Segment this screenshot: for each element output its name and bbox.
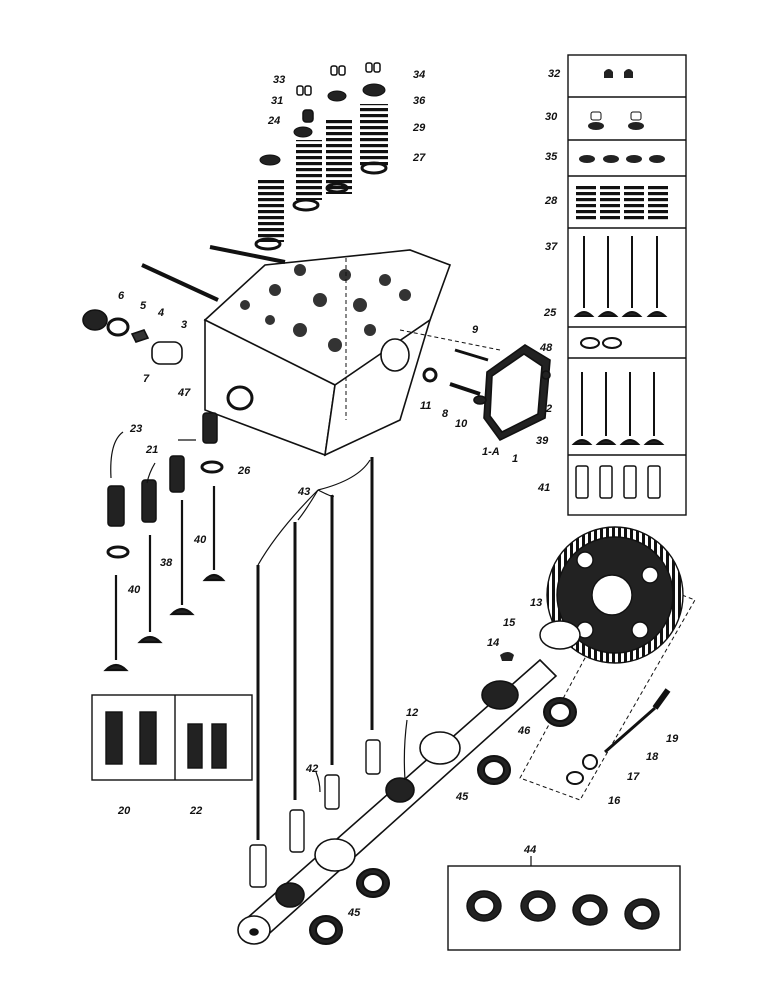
- callout-4: 4: [157, 307, 164, 319]
- callout-3: 3: [181, 319, 187, 331]
- callout-30: 30: [545, 111, 558, 123]
- cylinder-head: [203, 249, 452, 457]
- tappet-kit-boxes: [91, 694, 253, 781]
- callout-10: 10: [455, 418, 468, 430]
- callout-13: 13: [530, 597, 542, 609]
- callout-27: 27: [412, 152, 426, 164]
- callout-16: 16: [608, 795, 621, 807]
- callout-1a: 1-A: [482, 446, 500, 458]
- gear-bolt: [566, 688, 671, 785]
- intake-valve-kit: [573, 236, 668, 317]
- valve-spring-kit: [576, 184, 668, 220]
- camshaft: [237, 658, 558, 945]
- callout-12: 12: [406, 707, 418, 719]
- callout-leaders: [110, 431, 532, 866]
- callout-31: 31: [271, 95, 283, 107]
- callout-43: 43: [297, 486, 310, 498]
- water-outlet-fittings: [82, 309, 183, 365]
- callout-42: 42: [305, 763, 318, 775]
- valve-rotator-kit: [588, 111, 644, 130]
- valve-keeper-kit: [604, 69, 633, 78]
- callout-37: 37: [545, 241, 558, 253]
- exhaust-valve-kit: [571, 372, 665, 445]
- callout-29: 29: [412, 122, 426, 134]
- thrust-washer: [539, 620, 581, 650]
- parts-kit-panel: [567, 54, 687, 516]
- callout-23: 23: [129, 423, 142, 435]
- head-studs: [141, 245, 286, 302]
- callout-44: 44: [523, 844, 536, 856]
- cam-followers: [249, 739, 381, 888]
- callout-21: 21: [145, 444, 158, 456]
- woodruff-key: [500, 652, 514, 661]
- callout-19: 19: [666, 733, 679, 745]
- callout-39: 39: [536, 435, 549, 447]
- valve-retainer-kit: [579, 155, 665, 163]
- camshaft-gear: [546, 526, 684, 664]
- callout-41: 41: [537, 482, 550, 494]
- callout-11: 11: [420, 400, 431, 412]
- callout-40a: 40: [193, 534, 207, 546]
- camshaft-bearings: [309, 697, 577, 945]
- callout-45b: 45: [347, 907, 361, 919]
- valve-spring-stack: [258, 104, 388, 242]
- callout-5: 5: [140, 300, 147, 312]
- callout-46: 46: [517, 725, 531, 737]
- callout-15: 15: [503, 617, 516, 629]
- valve-guide-kit: [575, 465, 661, 499]
- valve-seat-insert-kit: [580, 337, 622, 349]
- valve-retainers: [254, 83, 388, 251]
- callout-48: 48: [539, 342, 553, 354]
- callout-40b: 40: [127, 584, 141, 596]
- callout-14: 14: [487, 637, 499, 649]
- callout-7: 7: [143, 373, 150, 385]
- callout-22: 22: [189, 805, 202, 817]
- callout-20: 20: [117, 805, 131, 817]
- callout-47: 47: [177, 387, 191, 399]
- push-rods: [256, 457, 374, 840]
- callout-38: 38: [160, 557, 173, 569]
- callout-17: 17: [627, 771, 640, 783]
- callout-9: 9: [472, 324, 479, 336]
- callout-2: 2: [545, 403, 552, 415]
- callout-33: 33: [273, 74, 285, 86]
- callout-labels: 1 1-A 2 3 4 5 6 7 8 9 10 11 12 13 14 15 …: [117, 68, 679, 919]
- bearing-kit-box: [447, 865, 681, 951]
- callout-18: 18: [646, 751, 659, 763]
- callout-1: 1: [512, 453, 518, 465]
- callout-36: 36: [413, 95, 426, 107]
- valve-guides: [106, 412, 224, 559]
- side-cover-parts: [422, 344, 551, 442]
- callout-28: 28: [544, 195, 558, 207]
- callout-26: 26: [237, 465, 251, 477]
- callout-35: 35: [545, 151, 558, 163]
- callout-25: 25: [543, 307, 557, 319]
- callout-34: 34: [413, 69, 425, 81]
- callout-6: 6: [118, 290, 125, 302]
- valve-keepers: [296, 62, 381, 123]
- callout-45a: 45: [455, 791, 469, 803]
- loose-valves: [103, 486, 226, 672]
- callout-24: 24: [267, 115, 280, 127]
- callout-32: 32: [548, 68, 560, 80]
- callout-8: 8: [442, 408, 449, 420]
